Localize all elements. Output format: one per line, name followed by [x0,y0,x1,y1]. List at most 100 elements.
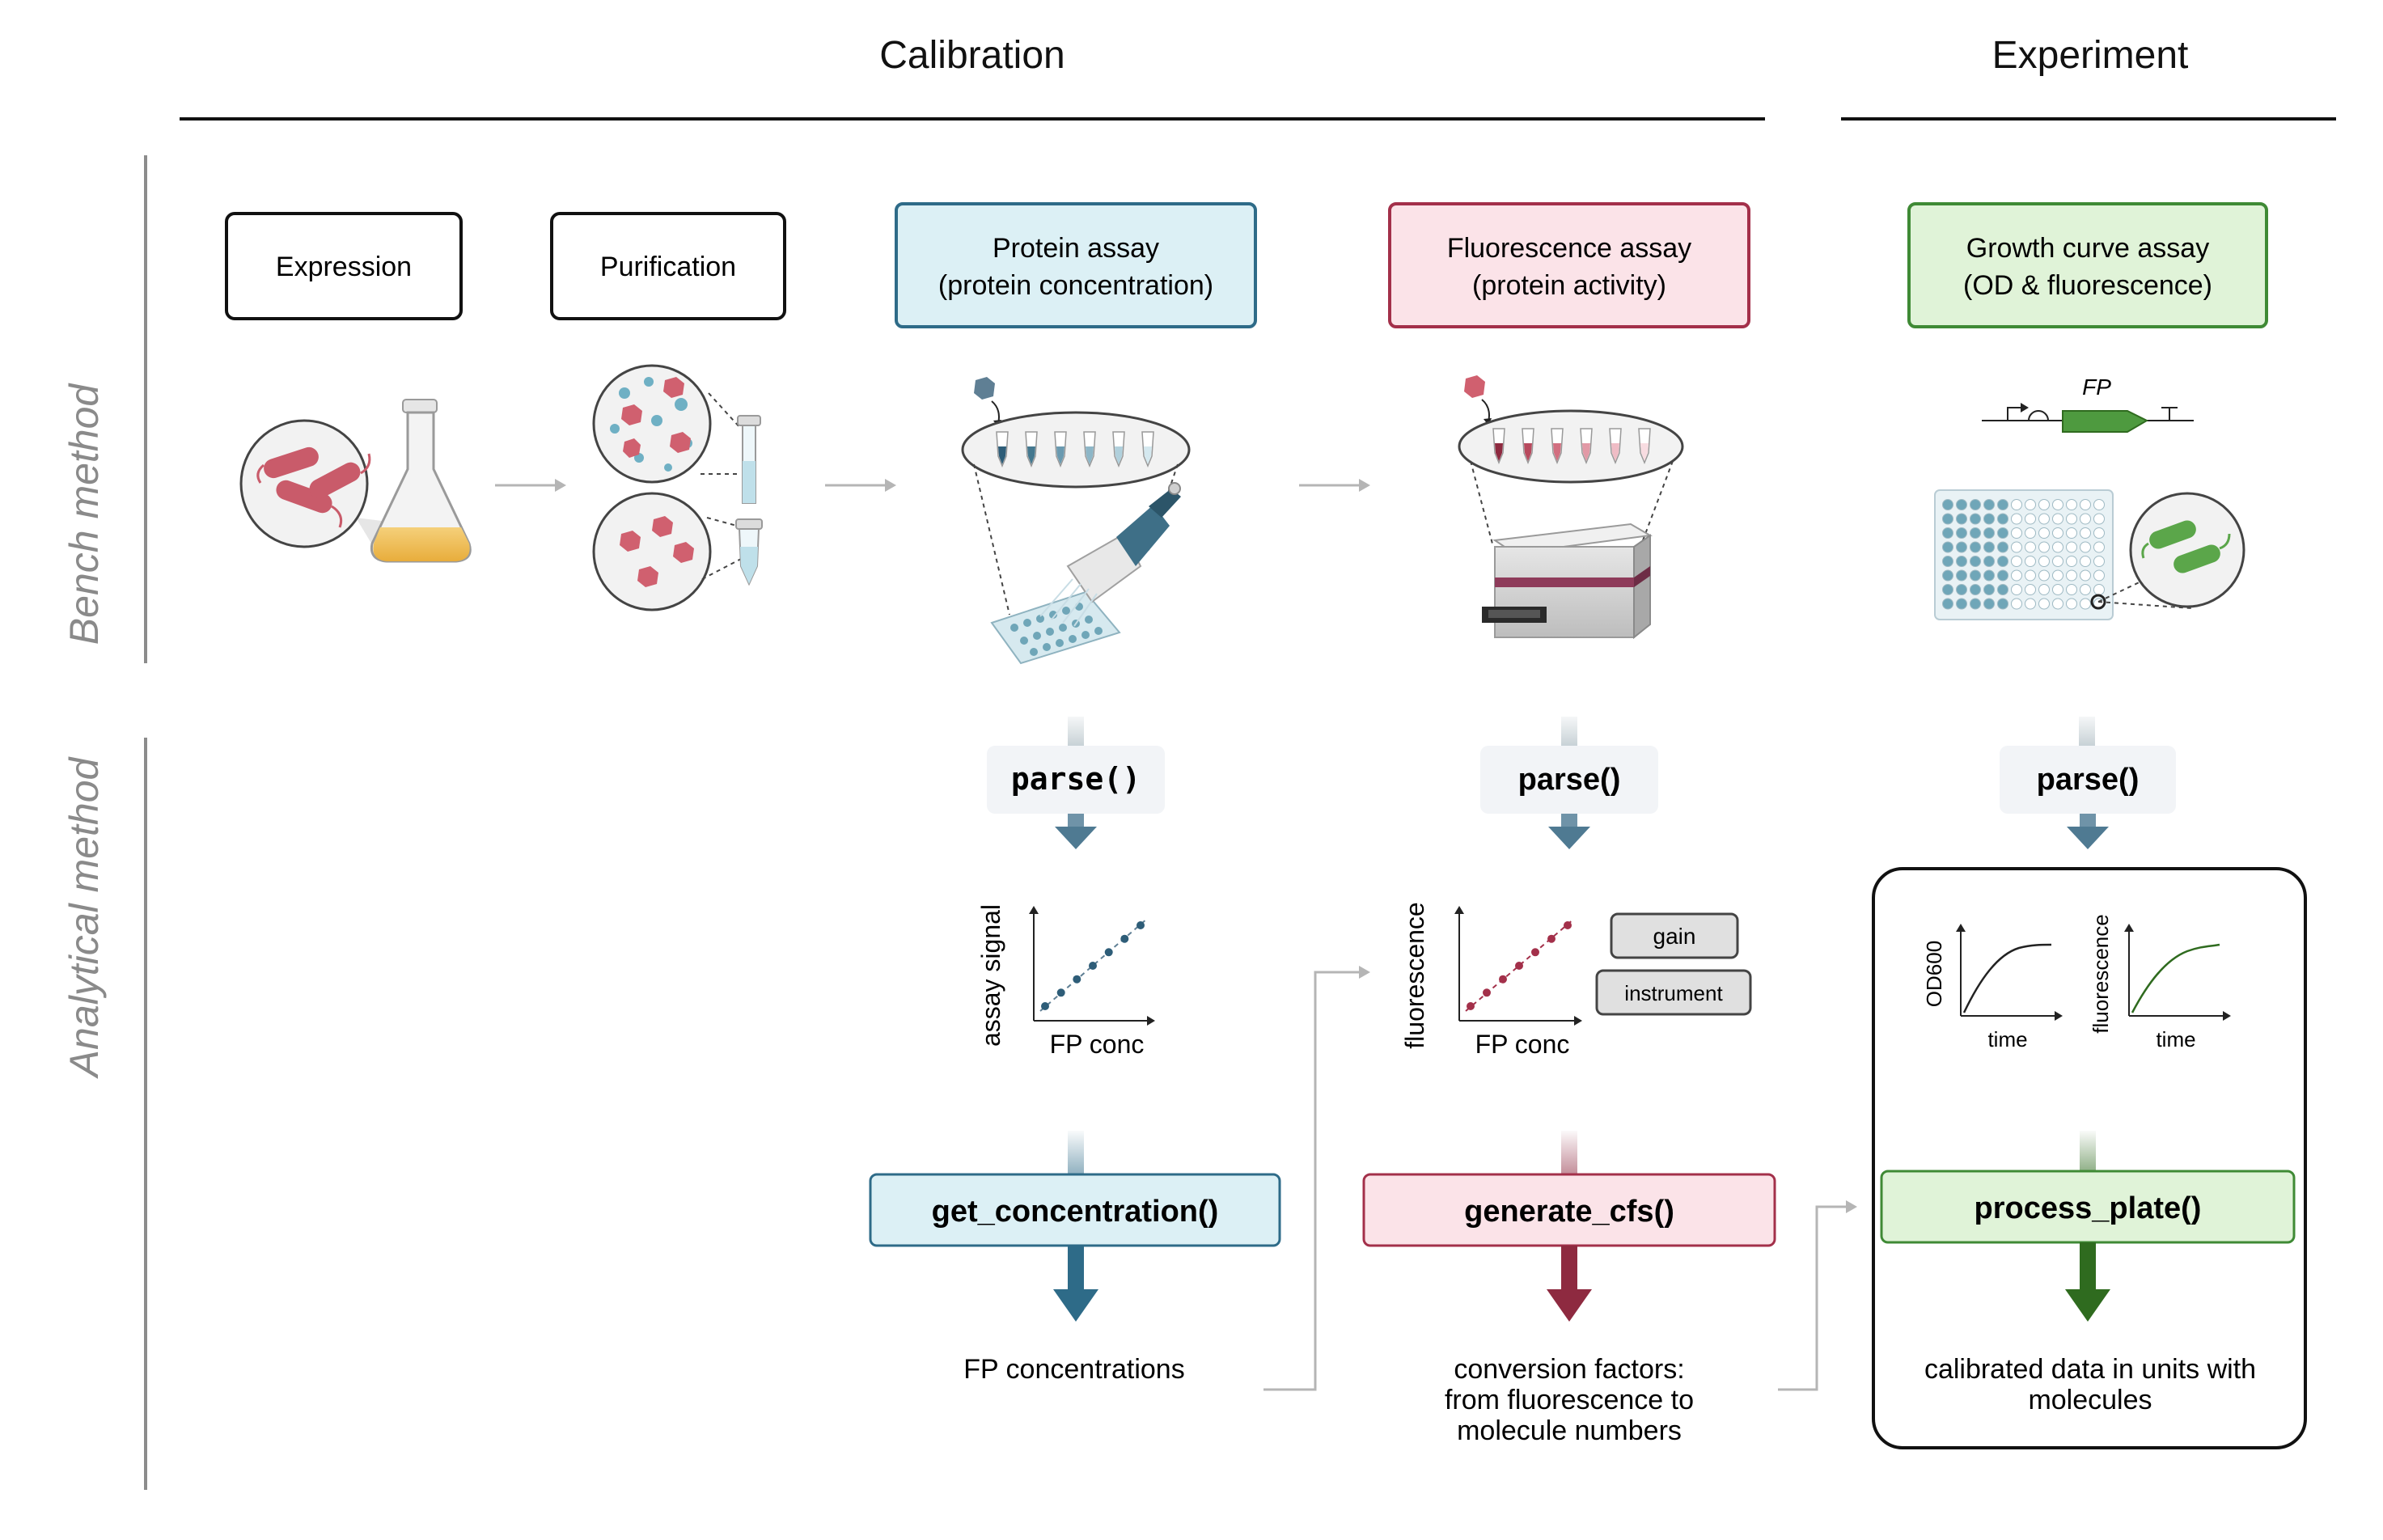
plate-well [2052,598,2063,610]
microplate-icon [1934,489,2193,620]
bench-row-label: Bench method [61,383,107,645]
plate-well [2038,513,2050,525]
construct-fp-label: FP [2082,374,2111,400]
protein-standard-point [1136,921,1145,929]
plate-well [2066,598,2077,610]
plate-well [2011,527,2022,539]
protein-plot-xlabel: FP conc [1050,1030,1145,1059]
plate-well [1956,556,1967,567]
parse-growth-label: parse() [2037,763,2140,797]
process-plate-label: process_plate() [1975,1191,2202,1225]
plate-well [1942,513,1953,525]
expression-box: Expression [225,212,463,320]
plate-well [2038,499,2050,510]
plate-well [1997,499,2008,510]
protein-standard-point [1089,962,1097,970]
plate-well [1970,569,1981,582]
plate-well [2025,541,2036,553]
arrow-3-icon [1299,479,1370,492]
plate-well [1983,598,1995,610]
plate-well [2066,541,2077,553]
plate-well [1956,541,1967,553]
plate-well [2080,499,2091,510]
process-plate-arrow [2065,1242,2110,1322]
parse-fluor-arrow [1548,814,1590,849]
plate-well [2038,598,2050,610]
stem-protein-parse [1068,717,1084,747]
plate-well [2080,527,2091,539]
plate-well [2052,556,2063,567]
plate-well [2052,499,2063,510]
plate-well [2052,527,2063,539]
fluor-standard-point [1515,962,1523,970]
get-concentration-node: get_concentration() [869,1173,1281,1247]
plate-well [2025,584,2036,595]
plate-well [1983,513,1995,525]
arrow-1-icon [495,479,566,492]
gain-tag: gain [1610,912,1739,959]
od600-ylabel: OD600 [1922,941,1946,1007]
protein-standard-point [1056,988,1065,997]
plate-well [2080,541,2091,553]
fluor-standard-point [1531,948,1539,957]
gene-construct-icon: FP [1982,374,2194,433]
gain-tag-label: gain [1653,924,1696,949]
expression-label: Expression [276,252,412,282]
fluor-standard-point [1499,975,1507,984]
stem-growth-fn [2080,1131,2096,1173]
protein-assay-subtitle: (protein concentration) [938,270,1213,301]
plate-well [2011,541,2022,553]
fluor-standard-plot: fluorescence FP conc [1400,902,1582,1059]
fluorescence-assay-illustration [1458,375,1684,640]
plate-well [2052,541,2063,553]
plate-well [2038,569,2050,582]
protein-assay-title: Protein assay [993,233,1159,264]
plate-well [2093,541,2105,553]
plate-well [1983,584,1995,595]
parse-protein-node: parse() [987,746,1165,814]
purification-label: Purification [600,252,736,282]
plate-well [2052,584,2063,595]
fluor-standard-point [1547,934,1556,943]
protein-plot-ylabel: assay signal [976,904,1005,1047]
purified-circle-icon [592,492,712,611]
conversion-factors-line2: from fluorescence to [1445,1385,1694,1415]
conversion-factors-line1: conversion factors: [1454,1354,1684,1385]
plate-well [2093,584,2105,595]
fluor-fit-line [1465,918,1575,1012]
process-plate-node: process_plate() [1880,1170,2296,1244]
plate-well [2011,598,2022,610]
analytical-row-label: Analytical method [61,755,107,1079]
plate-well [2080,584,2091,595]
plate-well [2038,584,2050,595]
plate-well [1942,569,1953,582]
calibrated-data-line1: calibrated data in units with [1924,1354,2256,1385]
lysate-circle-icon [592,364,712,484]
plate-well [2066,569,2077,582]
arrow-2-icon [825,479,896,492]
fluorescence-assay-box: Fluorescence assay (protein activity) [1388,202,1750,328]
fp-concentrations-output: FP concentrations [963,1354,1184,1385]
gfp-time-plot: fluorescence time [2089,914,2231,1051]
plate-well [2093,513,2105,525]
instrument-tag-label: instrument [1624,981,1723,1005]
stem-fluor-fn [1561,1131,1577,1176]
protein-standard-point [1120,934,1129,943]
plate-well [1970,499,1981,510]
parse-growth-arrow [2067,814,2109,849]
generate-cfs-arrow [1547,1246,1592,1322]
fluor-standard-point [1564,921,1572,929]
fluor-plot-ylabel: fluorescence [1400,902,1429,1048]
plate-well [1970,556,1981,567]
plate-well [1942,584,1953,595]
instrument-tag: instrument [1595,969,1752,1016]
plate-well [2052,569,2063,582]
parse-protein-arrow [1055,814,1097,849]
plate-well [2025,598,2036,610]
gfp-ylabel: fluorescence [2089,914,2113,1033]
plate-well [1956,584,1967,595]
plate-well [2025,499,2036,510]
plate-well [2066,556,2077,567]
plate-well [1942,598,1953,610]
plate-well [2038,556,2050,567]
